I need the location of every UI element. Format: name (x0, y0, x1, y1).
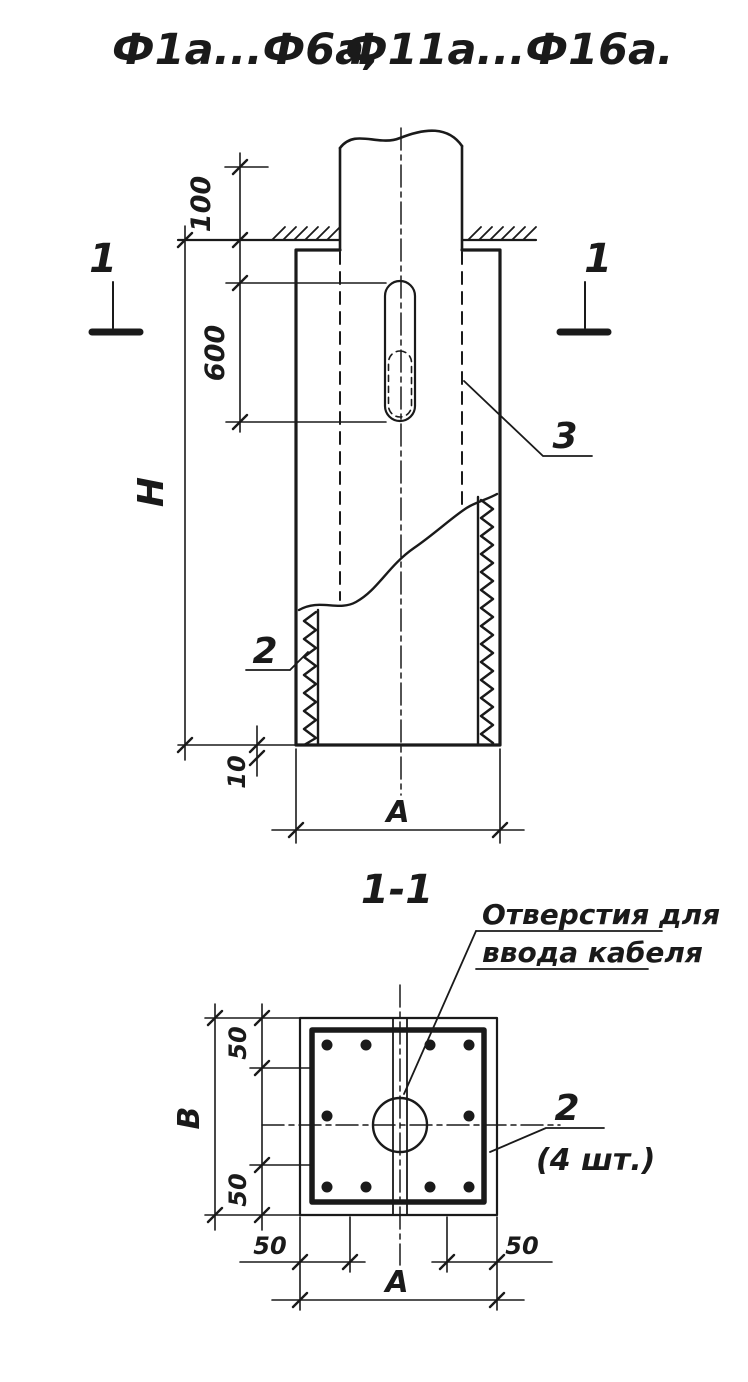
section-mark-left-label: 1 (89, 236, 117, 282)
dim-label-100: 100 (186, 176, 217, 232)
callout-rebar-section-leader (489, 1127, 605, 1153)
dim-label-10: 10 (223, 755, 251, 788)
rebar-dot (424, 1181, 436, 1193)
cable-hole-note-underlines (475, 930, 663, 970)
callout-sleeve-leader (463, 380, 593, 457)
slot-hole-hidden (387, 350, 413, 418)
dim-label-a-section: А (383, 1265, 408, 1300)
dim-label-50-bottom-left-h: 50 (253, 1232, 286, 1260)
dim-label-50-bottom-right-h: 50 (505, 1232, 538, 1260)
dim-label-600: 600 (200, 325, 231, 381)
rebar-dot (360, 1181, 372, 1193)
break-line-wavy (297, 492, 499, 612)
dim-ticks-section (206, 1009, 506, 1309)
callout-rebar-section: 2 (4 шт.) (489, 1088, 655, 1178)
socket-inner-walls (316, 495, 480, 747)
rebar-dot (463, 1039, 475, 1051)
dim-lines-section (204, 1003, 553, 1311)
dim-ticks-elevation (176, 158, 509, 839)
pole-sides (338, 144, 464, 252)
section-view: 1-1 Отверстия для ввода кабеля (172, 867, 720, 1311)
callout-rebar-elevation: 2 (245, 631, 309, 672)
dim-label-50-top-left: 50 (224, 1026, 252, 1059)
rebar-strip-right (479, 498, 495, 745)
cable-hole-note: Отверстия для ввода кабеля (403, 898, 720, 1095)
elevation-view: 100 600 Н 10 А 1 1 3 2 (88, 127, 612, 844)
cable-channel-lines (392, 1018, 408, 1215)
rebar-dots (321, 1039, 475, 1193)
callout-rebar-section-label: 2 (554, 1088, 579, 1129)
cable-hole-note-line2: ввода кабеля (482, 936, 703, 969)
callout-sleeve: 3 (463, 380, 593, 457)
cable-hole-note-line1: Отверстия для (482, 898, 720, 931)
rebar-dot (463, 1181, 475, 1193)
rebar-dot (321, 1110, 333, 1122)
slot-hole (383, 279, 417, 423)
rebar-cage-square (309, 1027, 487, 1205)
cable-hole-circle (371, 1096, 429, 1154)
dim-label-h: Н (131, 477, 172, 507)
rebar-strip-left (302, 610, 318, 747)
callout-rebar-elevation-label: 2 (252, 631, 277, 672)
callout-rebar-elevation-leader (245, 651, 309, 671)
section-mark-right: 1 (556, 236, 612, 336)
dim-lines-elevation (177, 152, 525, 844)
ground-hatch-left (271, 226, 341, 241)
cable-hole-note-leader (403, 930, 477, 1095)
section-mark-left: 1 (88, 236, 144, 336)
dim-label-50-bottom-left: 50 (224, 1173, 252, 1206)
embedded-pole-dashed (339, 251, 463, 601)
drawing-title: Ф1а...Ф6а, Ф11а...Ф16а. (112, 25, 673, 75)
rebar-dot (424, 1039, 436, 1051)
title-right: Ф11а...Ф16а. (345, 25, 673, 75)
foundation-outline (294, 248, 502, 747)
pole-break-line (338, 129, 464, 150)
section-mark-right-label: 1 (584, 236, 612, 282)
rebar-dot (321, 1039, 333, 1051)
rebar-dot (321, 1181, 333, 1193)
callout-rebar-qty-label: (4 шт.) (536, 1143, 655, 1178)
title-left: Ф1а...Ф6а, (112, 25, 381, 75)
section-centerlines (261, 984, 561, 1266)
ground-hatch-right (467, 226, 537, 241)
section-title: 1-1 (361, 867, 433, 913)
dim-label-b: В (172, 1107, 207, 1130)
dim-label-a-elevation: А (384, 795, 409, 830)
callout-sleeve-label: 3 (552, 416, 577, 457)
rebar-dot (360, 1039, 372, 1051)
foundation-section-outline (298, 1016, 499, 1217)
rebar-dot (463, 1110, 475, 1122)
